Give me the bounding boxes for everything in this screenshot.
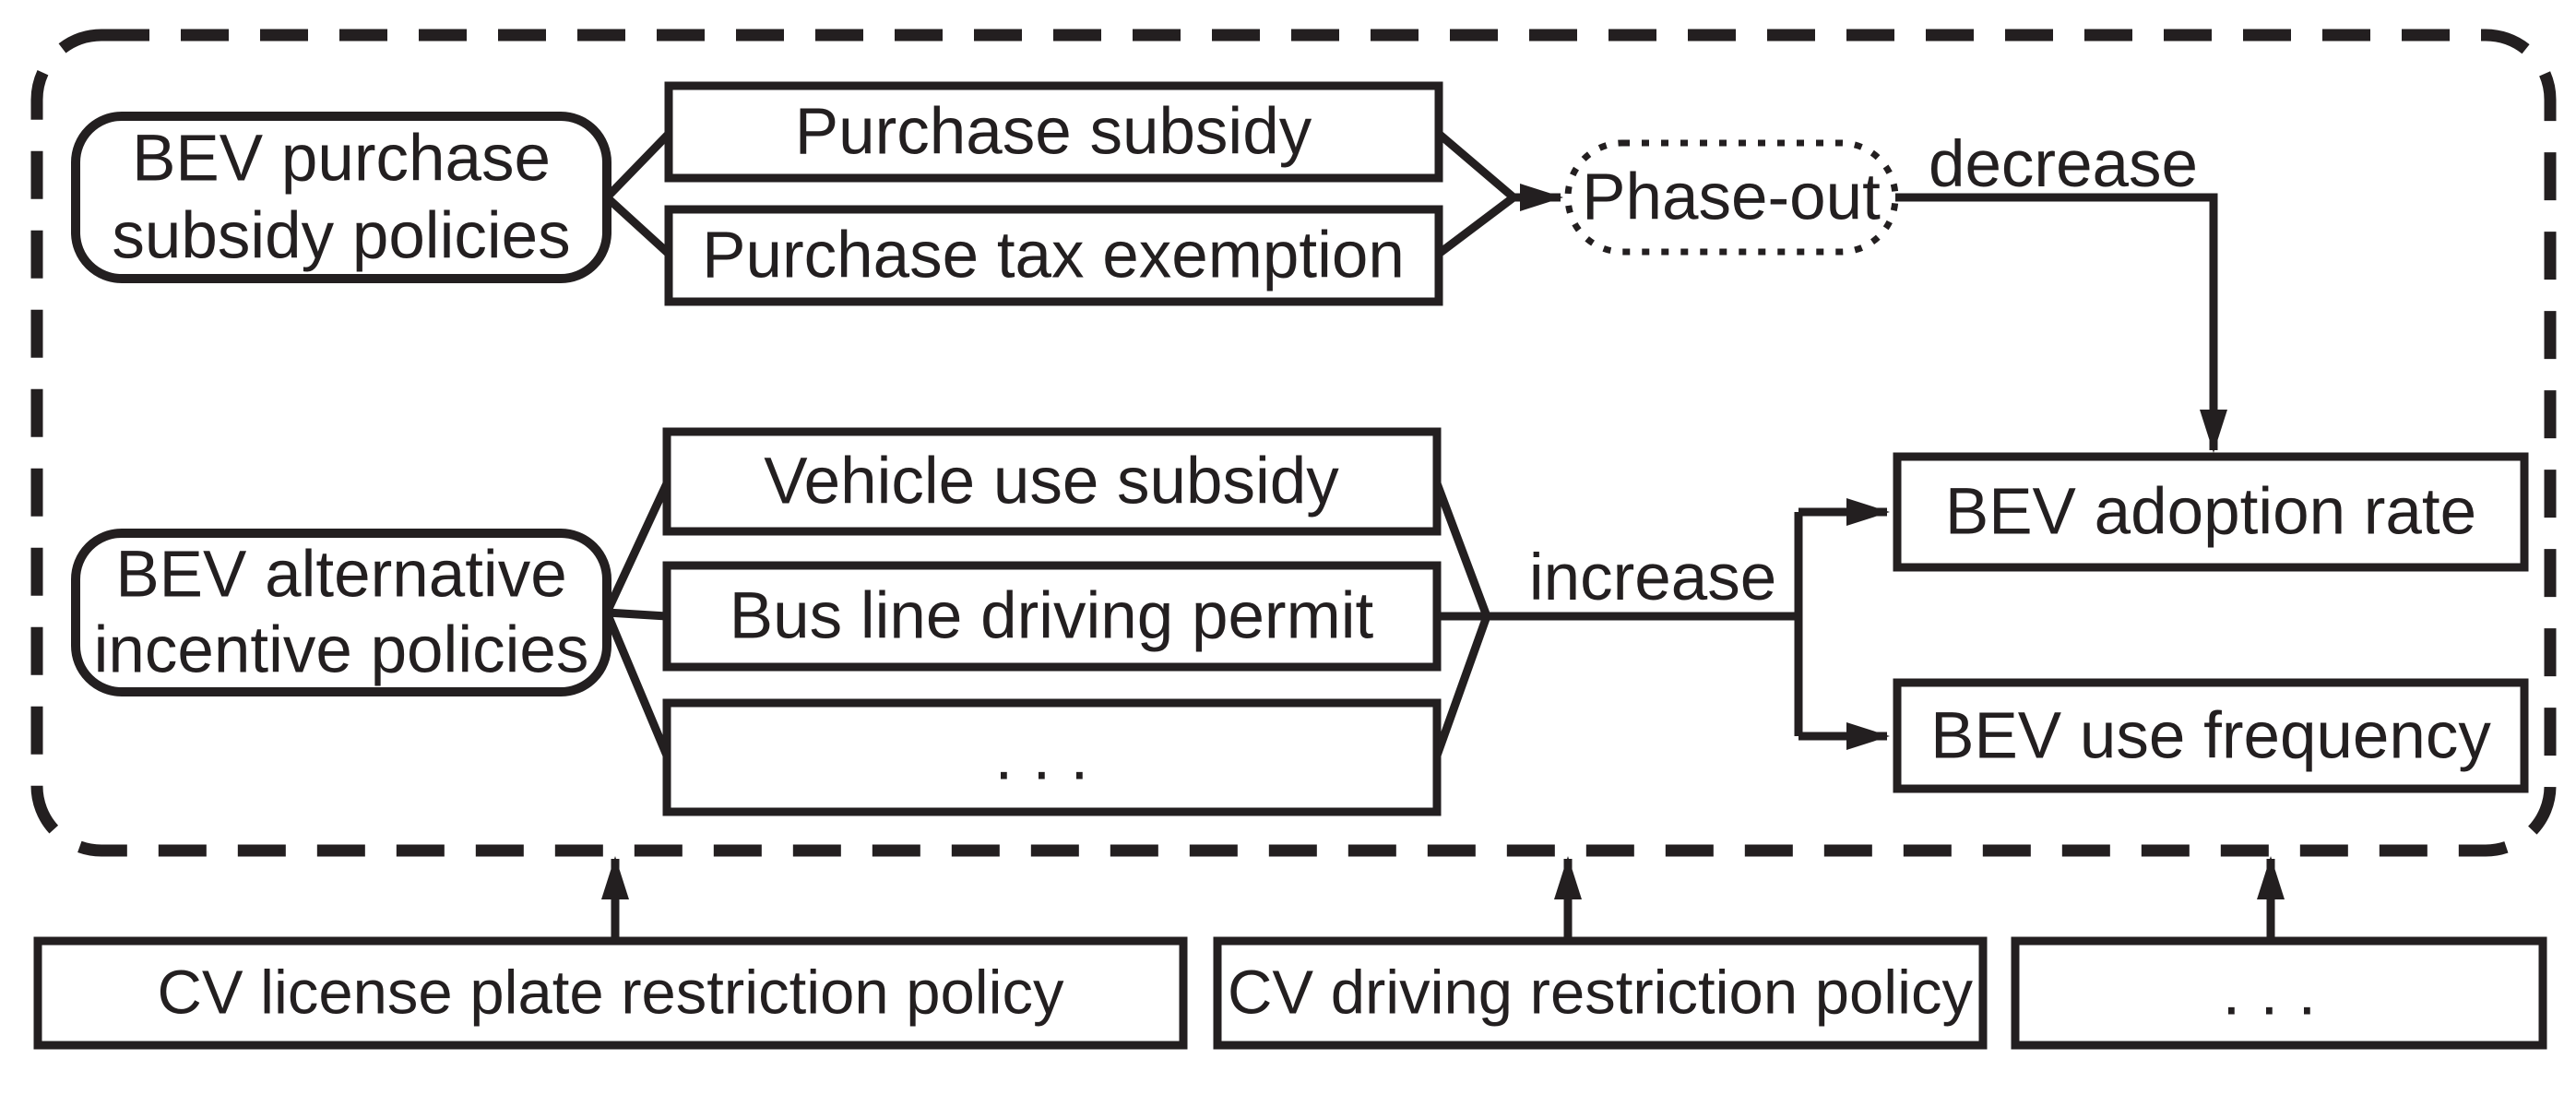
- edge-label-increase: increase: [1529, 542, 1776, 614]
- bev-policy-system-dashed-boundary: [30, 29, 2557, 857]
- edge-alternative-policies-to-more-incentives: [602, 611, 671, 757]
- edge-label-decrease: decrease: [1929, 128, 2198, 201]
- edge-purchase-policies-to-tax-exemption: [603, 194, 672, 257]
- edge-purchase-policies-to-purchase-subsidy: [603, 130, 672, 201]
- node-cv-license-plate-restriction-policy: [33, 936, 1188, 1050]
- node-bev-alternative-incentive-policies-label-line1: BEV alternative: [115, 539, 566, 612]
- node-more-external-policies: [2011, 936, 2547, 1050]
- node-more-external-policies-label: ...: [2222, 957, 2335, 1030]
- node-bev-alternative-incentive-policies: [71, 529, 611, 696]
- node-bev-adoption-rate: [1893, 452, 2529, 572]
- edge-vehicle-use-subsidy-to-increase-junction: [1432, 482, 1491, 618]
- edge-tax-exemption-to-phaseout-junction: [1436, 194, 1516, 257]
- node-cv-driving-restriction-policy-label: CV driving restriction policy: [1228, 958, 1973, 1028]
- edge-phase-out-decrease-to-adoption-rate: [1895, 193, 2227, 453]
- node-more-incentive-policies: [662, 698, 1442, 816]
- node-bus-line-driving-permit-label: Bus line driving permit: [730, 580, 1374, 653]
- node-purchase-subsidy-label: Purchase subsidy: [795, 96, 1312, 169]
- node-phase-out: [1564, 139, 1899, 256]
- node-cv-driving-restriction-policy: [1213, 936, 1988, 1050]
- node-phase-out-label: Phase-out: [1582, 161, 1881, 234]
- node-purchase-tax-exemption-label: Purchase tax exemption: [702, 220, 1405, 292]
- node-vehicle-use-subsidy: [662, 427, 1442, 536]
- node-bus-line-driving-permit: [662, 561, 1442, 672]
- edge-purchase-subsidy-to-phaseout-junction: [1436, 130, 1516, 201]
- node-bev-purchase-subsidy-policies-label-line2: subsidy policies: [112, 200, 570, 273]
- node-purchase-tax-exemption: [664, 205, 1443, 306]
- node-cv-license-plate-restriction-policy-label: CV license plate restriction policy: [157, 958, 1064, 1028]
- edge-alternative-policies-to-bus-line-permit: [606, 608, 668, 621]
- node-purchase-subsidy: [664, 81, 1443, 183]
- node-bev-purchase-subsidy-policies: [71, 112, 611, 283]
- node-more-incentive-policies-label: ...: [994, 721, 1108, 794]
- node-bev-adoption-rate-label: BEV adoption rate: [1945, 476, 2476, 549]
- edge-alternative-policies-to-vehicle-use-subsidy: [602, 482, 671, 614]
- node-bev-alternative-incentive-policies-label-line2: incentive policies: [94, 614, 589, 687]
- node-bev-use-frequency: [1893, 678, 2529, 793]
- node-bev-purchase-subsidy-policies-label-line1: BEV purchase: [132, 123, 551, 196]
- edge-more-incentives-to-increase-junction: [1432, 614, 1491, 757]
- node-vehicle-use-subsidy-label: Vehicle use subsidy: [764, 446, 1339, 518]
- node-bev-use-frequency-label: BEV use frequency: [1930, 700, 2491, 773]
